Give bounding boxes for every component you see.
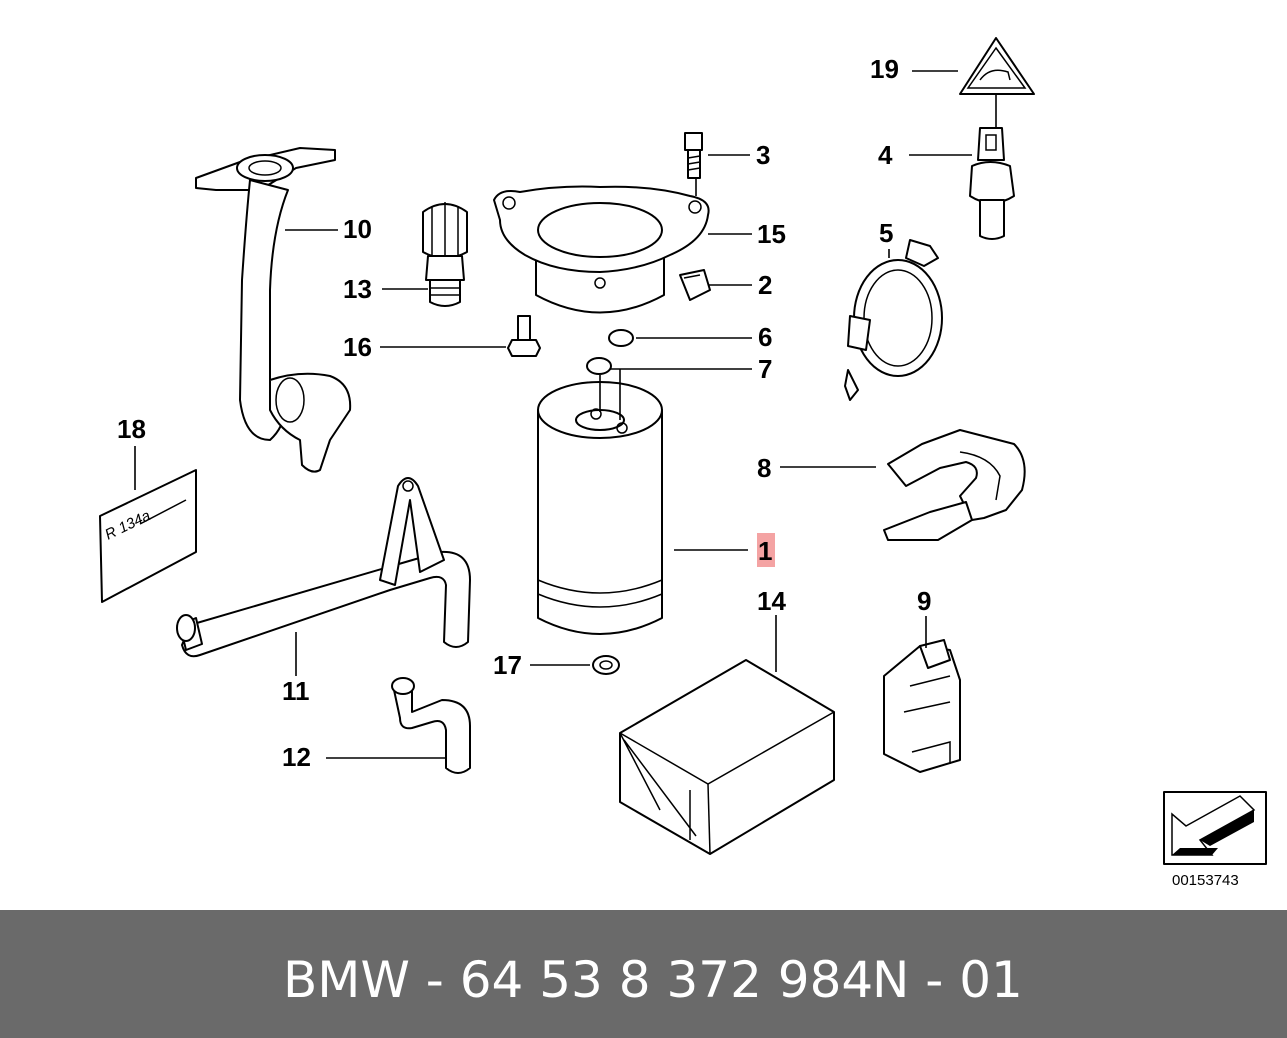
- callout-6[interactable]: 6: [758, 322, 772, 352]
- part-4-pressure-switch[interactable]: [969, 127, 1015, 240]
- callout-11[interactable]: 11: [282, 676, 310, 706]
- part-11-pipe[interactable]: [176, 477, 471, 658]
- navigation-arrow-box[interactable]: 00153743: [1163, 791, 1267, 889]
- part-16-bolt[interactable]: [507, 315, 541, 357]
- part-8-holder[interactable]: [883, 429, 1026, 541]
- part-9-connector[interactable]: [883, 639, 961, 773]
- callout-4[interactable]: 4: [878, 140, 893, 170]
- leader-lines: [134, 70, 997, 759]
- callout-17[interactable]: 17: [493, 650, 522, 680]
- callout-18[interactable]: 18: [117, 414, 146, 444]
- part-5-clamp[interactable]: [844, 239, 943, 401]
- callout-2[interactable]: 2: [758, 270, 772, 300]
- callout-8[interactable]: 8: [757, 453, 771, 483]
- part-3-bolt[interactable]: [684, 132, 703, 179]
- part-17-o-ring[interactable]: [592, 655, 620, 675]
- callout-16[interactable]: 16: [343, 332, 372, 362]
- callout-1[interactable]: 1: [758, 536, 772, 566]
- part-18-label-r134a[interactable]: R 134a: [99, 469, 197, 603]
- footer-bar: BMW - 64 53 8 372 984 N - 01: [0, 910, 1287, 1038]
- callout-3[interactable]: 3: [756, 140, 770, 170]
- callout-labels: 1 2 3 4 5 6 7 8 9 10 11 12 13 14 15 16 1…: [117, 54, 931, 772]
- part-19-warning-label[interactable]: [959, 37, 1035, 95]
- reference-number: 00153743: [1172, 872, 1239, 889]
- part-1-receiver-drier[interactable]: [537, 381, 663, 635]
- callout-13[interactable]: 13: [343, 274, 372, 304]
- callout-9[interactable]: 9: [917, 586, 931, 616]
- callout-7[interactable]: 7: [758, 354, 772, 384]
- part-number: BMW - 64 53 8 372 984: [283, 951, 874, 1009]
- callout-19[interactable]: 19: [870, 54, 899, 84]
- callout-10[interactable]: 10: [343, 214, 372, 244]
- part-2-clip-nut[interactable]: [679, 269, 711, 301]
- callout-5[interactable]: 5: [879, 218, 893, 248]
- part-13-valve[interactable]: [422, 202, 468, 307]
- callout-15[interactable]: 15: [757, 219, 786, 249]
- part-code: N - 01: [872, 951, 1023, 1009]
- part-14-box[interactable]: [619, 659, 835, 855]
- part-12-elbow[interactable]: [391, 677, 471, 774]
- part-10-hose[interactable]: [195, 147, 352, 473]
- callout-1-highlight: [757, 533, 775, 567]
- part-6-seal[interactable]: [608, 329, 634, 347]
- part-7-seal[interactable]: [586, 357, 612, 375]
- parts-diagram: R 134a: [99, 37, 1267, 889]
- callout-12[interactable]: 12: [282, 742, 311, 772]
- part-15-bracket[interactable]: [493, 185, 710, 314]
- callout-14[interactable]: 14: [757, 586, 786, 616]
